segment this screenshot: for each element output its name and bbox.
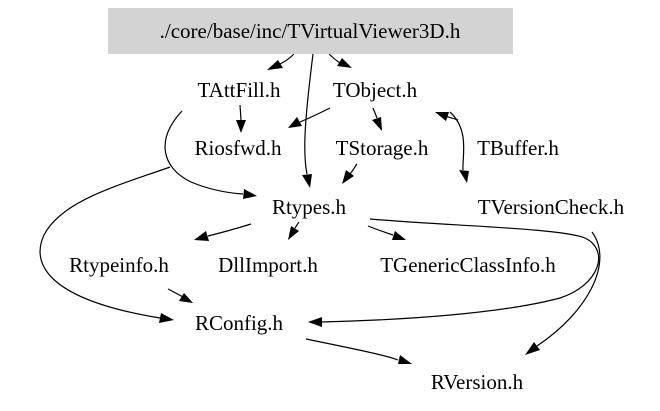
edge-rtypes-to-rconfig — [308, 218, 600, 327]
node-tversioncheck[interactable]: TVersionCheck.h — [478, 195, 625, 219]
node-rtypes[interactable]: Rtypes.h — [272, 195, 347, 219]
edge-tvirtualviewer3d-to-tobject — [328, 53, 352, 68]
edge-rtypeinfo-to-rconfig — [167, 288, 193, 303]
node-tobject[interactable]: TObject.h — [333, 78, 418, 102]
node-rversion[interactable]: RVersion.h — [431, 370, 524, 394]
edge-rtypes-to-dllimport — [288, 221, 300, 240]
node-riosfwd[interactable]: Riosfwd.h — [195, 136, 282, 160]
edge-tattfill-to-riosfwd — [236, 104, 246, 133]
node-tvirtualviewer3d[interactable]: ./core/base/inc/TVirtualViewer3D.h — [108, 8, 513, 54]
edge-tversioncheck-to-rversion — [525, 231, 601, 355]
edge-tobject-to-tstorage — [372, 107, 382, 131]
node-tstorage[interactable]: TStorage.h — [336, 136, 429, 160]
node-dllimport[interactable]: DllImport.h — [218, 253, 318, 277]
edge-rtypes-to-rtypeinfo — [194, 223, 252, 241]
nodes: ./core/base/inc/TVirtualViewer3D.h TAttF… — [69, 8, 625, 394]
edge-rconfig-to-rversion — [305, 338, 412, 364]
edge-rtypes-to-tgenericclassinfo — [367, 225, 406, 240]
edge-tstorage-to-rtypes — [342, 163, 358, 184]
edge-tobject-to-riosfwd — [288, 107, 331, 128]
edge-tattfill-to-rtypes — [164, 110, 257, 199]
node-rtypeinfo[interactable]: Rtypeinfo.h — [69, 253, 169, 277]
edges — [39, 53, 601, 364]
edge-riosfwd-to-rconfig — [39, 166, 174, 323]
node-label-tvirtualviewer3d: ./core/base/inc/TVirtualViewer3D.h — [160, 19, 461, 43]
edge-tobject-to-tversioncheck — [449, 111, 469, 183]
node-tgenericclassinfo[interactable]: TGenericClassInfo.h — [380, 253, 556, 277]
edge-tvirtualviewer3d-to-rtypes — [302, 53, 314, 188]
node-tattfill[interactable]: TAttFill.h — [198, 78, 281, 102]
node-rconfig[interactable]: RConfig.h — [195, 311, 284, 335]
node-tbuffer[interactable]: TBuffer.h — [477, 136, 559, 160]
root-node-box — [108, 8, 513, 54]
edge-tvirtualviewer3d-to-tattfill — [267, 53, 295, 70]
